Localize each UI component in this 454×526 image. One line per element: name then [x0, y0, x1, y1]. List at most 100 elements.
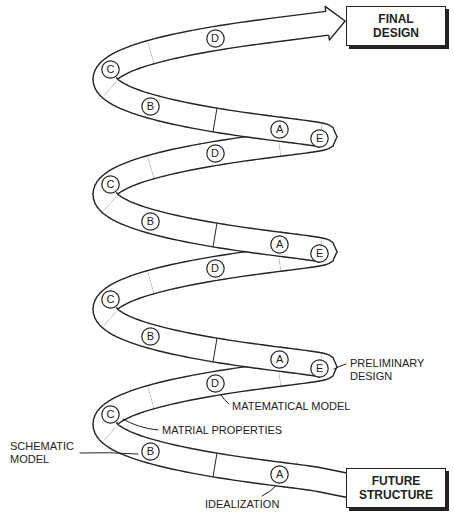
band-edge [231, 110, 238, 111]
band-fill [106, 171, 122, 193]
band-edge [203, 106, 210, 107]
band-edge [284, 486, 289, 488]
band-edge [260, 483, 266, 485]
band-edge [270, 115, 276, 117]
band-edge [251, 274, 257, 276]
band-edge [237, 456, 244, 458]
leader-line [80, 453, 138, 454]
band-edge [172, 148, 179, 149]
band-edge [241, 250, 248, 252]
band-edge [281, 462, 286, 464]
band-edge [143, 437, 148, 439]
step-circle: A [270, 465, 289, 484]
band-edge [159, 36, 165, 38]
band-fill [106, 401, 122, 423]
band-edge [121, 278, 126, 280]
band-edge [254, 482, 260, 484]
band-edge [147, 269, 153, 271]
band-edge [257, 43, 263, 45]
band-edge [148, 93, 153, 95]
band-edge [117, 222, 121, 224]
band-edge [275, 385, 281, 387]
step-letter: B [147, 215, 154, 228]
callout-label: IDEALIZATION [205, 498, 279, 511]
band-edge [220, 133, 227, 134]
band-edge [126, 456, 131, 458]
band-edge [227, 23, 234, 24]
step-letter: C [106, 408, 114, 421]
band-edge [192, 358, 199, 359]
band-edge [210, 222, 217, 223]
band-edge [263, 272, 269, 274]
band-edge [281, 155, 286, 157]
band-edge [154, 62, 160, 64]
band-edge [254, 367, 260, 369]
band-edge [199, 359, 206, 360]
band-edge [292, 233, 297, 235]
band-edge [126, 276, 131, 278]
band-edge [231, 162, 238, 163]
band-edge [159, 406, 165, 407]
step-letter: A [276, 353, 283, 366]
band-edge [190, 218, 197, 219]
band-edge [177, 101, 183, 102]
band-edge [159, 441, 165, 442]
band-piece [213, 338, 217, 362]
band-edge [241, 365, 248, 367]
band-edge [172, 378, 179, 379]
band-piece [102, 58, 119, 79]
band-edge [224, 393, 231, 394]
band-edge [126, 111, 131, 113]
circle-shape [102, 61, 119, 78]
band-edge [272, 140, 278, 142]
band-edge [220, 478, 227, 479]
band-edge [257, 273, 263, 275]
band-edge [231, 277, 238, 278]
band-piece [206, 452, 217, 477]
band-piece [102, 173, 119, 194]
band-edge [148, 438, 153, 440]
band-edge [136, 344, 141, 346]
band-edge [177, 446, 183, 447]
band-edge [275, 461, 281, 463]
circle-shape [206, 30, 223, 47]
band-edge [206, 361, 213, 362]
band-edge [190, 284, 197, 285]
band-edge [241, 135, 248, 137]
band-edge [275, 155, 281, 157]
band-edge [131, 343, 136, 345]
circle-shape [206, 375, 223, 392]
band-edge [281, 270, 286, 272]
band-edge [217, 223, 224, 224]
band-edge [197, 220, 204, 221]
band-edge [117, 423, 119, 425]
band-edge [171, 329, 177, 330]
step-circle: E [310, 359, 329, 378]
band-edge [247, 136, 254, 138]
step-letter: A [276, 123, 283, 136]
band-edge [263, 42, 269, 44]
band-edge [159, 121, 165, 123]
band-edge [159, 96, 165, 97]
band-fill [206, 222, 217, 247]
band-edge [224, 454, 231, 455]
band-edge [278, 11, 326, 17]
band-edge [141, 271, 147, 273]
band-edge [143, 65, 148, 67]
band-edge [183, 447, 190, 448]
band-edge [278, 485, 283, 487]
band-edge [247, 20, 254, 22]
band-edge [275, 40, 281, 42]
band-edge [190, 54, 197, 55]
band-edge [126, 46, 131, 48]
band-edge [244, 160, 251, 162]
band-fill [102, 58, 119, 79]
band-edge [275, 270, 281, 272]
circle-shape [311, 360, 328, 377]
band-edge [251, 159, 257, 161]
band-edge [224, 109, 231, 110]
band-edge [131, 228, 136, 230]
band-edge [203, 451, 210, 452]
band-edge [266, 369, 272, 371]
